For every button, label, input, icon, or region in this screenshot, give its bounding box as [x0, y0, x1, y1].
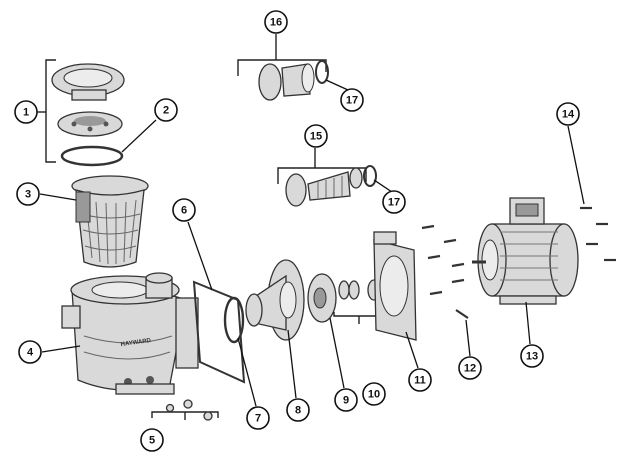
callout-number: 12: [464, 363, 476, 375]
impeller: [307, 273, 337, 323]
strainer-basket: [71, 175, 149, 268]
callout-number: 17: [346, 95, 358, 107]
strainer-cover: [57, 111, 123, 137]
callout-15: 15: [304, 124, 328, 148]
callout-16: 16: [264, 10, 288, 34]
callout-number: 17: [388, 197, 400, 209]
callout-number: 6: [181, 205, 187, 217]
callout-7: 7: [246, 406, 270, 430]
housing-brand-label: HAYWARD: [120, 338, 152, 348]
callout-number: 11: [414, 375, 426, 387]
drain-plugs: [151, 399, 219, 421]
callout-number: 5: [149, 435, 155, 447]
motor-screws: [580, 206, 616, 262]
callout-circle: [14, 100, 38, 124]
callout-circle: [408, 368, 432, 392]
callout-circle: [18, 340, 42, 364]
callout-6: 6: [172, 198, 196, 222]
callout-number: 13: [526, 351, 538, 363]
callout-number: 4: [27, 347, 34, 359]
callout-1: 1: [14, 100, 38, 124]
callout-17: 17: [340, 88, 364, 112]
callout-number: 10: [368, 389, 380, 401]
callout-2: 2: [154, 98, 178, 122]
callout-circle: [140, 428, 164, 452]
callout-circle: [340, 88, 364, 112]
leader-lines: [39, 79, 585, 407]
callout-circle: [458, 356, 482, 380]
cover-o-ring: [60, 145, 124, 167]
callout-number: 2: [163, 105, 169, 117]
callout-3: 3: [16, 182, 40, 206]
callout-10: 10: [362, 382, 386, 406]
callout-12: 12: [458, 356, 482, 380]
adapter-o-ring: [363, 165, 377, 187]
callout-17: 17: [382, 190, 406, 214]
callout-number: 9: [343, 395, 349, 407]
tailpiece-o-ring: [315, 60, 329, 84]
callout-4: 4: [18, 340, 42, 364]
callout-8: 8: [286, 398, 310, 422]
callout-circle: [264, 10, 288, 34]
seal-plate: [373, 231, 417, 341]
callout-9: 9: [334, 388, 358, 412]
callout-circle: [16, 182, 40, 206]
callout-circle: [286, 398, 310, 422]
callout-5: 5: [140, 428, 164, 452]
housing-gasket: [192, 280, 246, 384]
diffuser: [245, 259, 305, 341]
callout-circle: [304, 124, 328, 148]
union-tailpiece-assembly: [237, 34, 327, 101]
callout-circle: [362, 382, 386, 406]
callout-number: 1: [23, 107, 29, 119]
callout-number: 14: [562, 109, 575, 121]
callout-circle: [520, 344, 544, 368]
callout-circle: [382, 190, 406, 214]
diffuser-o-ring: [223, 296, 245, 344]
pump-housing: HAYWARD: [61, 272, 199, 395]
hose-adapter-assembly: [277, 148, 367, 207]
callout-14: 14: [556, 102, 580, 126]
callout-number: 16: [270, 17, 282, 29]
motor: [472, 197, 579, 305]
housing-bolts: [421, 224, 469, 319]
callout-circle: [154, 98, 178, 122]
callout-number: 3: [25, 189, 31, 201]
callout-circle: [334, 388, 358, 412]
callout-number: 8: [295, 405, 301, 417]
callout-circle: [246, 406, 270, 430]
callout-13: 13: [520, 344, 544, 368]
lock-ring: [51, 63, 125, 101]
callout-circle: [556, 102, 580, 126]
callout-11: 11: [408, 368, 432, 392]
callout-number: 7: [255, 413, 261, 425]
callout-circle: [172, 198, 196, 222]
callout-number: 15: [310, 131, 322, 143]
